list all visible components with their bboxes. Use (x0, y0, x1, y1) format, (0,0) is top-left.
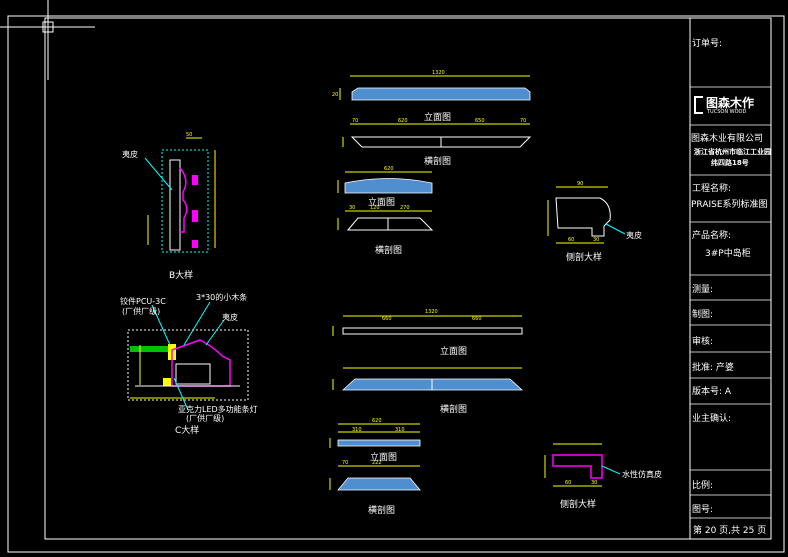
dim-3: 70 (352, 118, 358, 124)
label-section-2: 横剖图 (375, 246, 403, 256)
order-no-label: 订单号: (692, 39, 723, 49)
review-field: 审核: (692, 337, 714, 347)
label-veneer-c: 夷皮 (222, 313, 238, 322)
dim-18: 222 (372, 460, 382, 466)
label-veneer-side: 夷皮 (626, 231, 642, 240)
version-field: 版本号: A (692, 387, 732, 397)
dim-21: 60 (568, 237, 574, 243)
label-elevation-4: 立面图 (370, 453, 398, 463)
company-logo: 图森木作 TUCSON WOOD (694, 94, 770, 120)
label-section-4: 横剖图 (368, 506, 396, 516)
dim-1: 1320 (432, 70, 445, 76)
drawing-no-field: 图号: (692, 505, 714, 515)
inner-border (44, 17, 772, 540)
label-section-3: 横剖图 (440, 405, 468, 415)
label-side-detail-2: 侧剖大样 (560, 500, 597, 510)
dim-10: 270 (400, 205, 410, 211)
section-2-drawing (337, 210, 434, 231)
dim-11: 1320 (425, 309, 438, 315)
crosshair-cursor (0, 0, 95, 80)
company-address-2: 纬四路18号 (711, 159, 749, 167)
dim-23: 60 (565, 480, 571, 486)
dim-8: 30 (349, 205, 355, 211)
scale-field: 比例: (692, 481, 714, 491)
label-led-note: 亚克力LED多功能条灯 (178, 405, 258, 414)
label-elevation-2: 立面图 (368, 198, 396, 208)
titleblock-grid (690, 86, 771, 519)
section-4-drawing (329, 465, 421, 491)
label-c-detail: C大样 (175, 426, 200, 436)
label-section-1: 横剖图 (424, 157, 452, 167)
elevation-1-drawing (339, 75, 531, 101)
dim-5: 650 (475, 118, 485, 124)
survey-field: 测量: (692, 285, 714, 295)
label-led-note2: (厂供厂级) (186, 414, 225, 423)
label-veneer-b: 夷皮 (122, 150, 138, 159)
product-label: 产品名称: (692, 231, 732, 241)
label-hinge-note: (厂供厂级) (122, 307, 161, 316)
side-detail-1-drawing (547, 186, 626, 244)
dim-22: 30 (593, 237, 599, 243)
label-hinge: 铰件PCU-3C (120, 297, 166, 306)
dim-13: 660 (472, 316, 482, 322)
label-elevation-1: 立面图 (424, 113, 452, 123)
label-profile-note: 3*30的小木条 (196, 293, 248, 302)
dim-15: 310 (352, 427, 362, 433)
dim-17: 70 (342, 460, 348, 466)
side-detail-2-drawing (544, 443, 621, 487)
outer-border (7, 15, 785, 553)
dim-24: 30 (591, 480, 597, 486)
approve-field: 批准: 产婆 (692, 363, 734, 373)
logo-mark-icon (694, 96, 703, 114)
dim-12: 660 (382, 316, 392, 322)
elevation-3-drawing (332, 315, 523, 336)
section-1-drawing (342, 123, 532, 148)
dim-4: 620 (398, 118, 408, 124)
section-3-drawing (332, 367, 524, 391)
dim-20: 90 (577, 181, 583, 187)
dim-2: 20 (332, 92, 338, 98)
c-detail-drawing (127, 301, 249, 411)
dim-7: 620 (384, 166, 394, 172)
label-imitation-veneer: 水性仿真皮 (622, 470, 662, 479)
dim-14: 620 (372, 418, 382, 424)
dim-16: 310 (395, 427, 405, 433)
logo-cn: 图森木作 (706, 96, 755, 110)
label-b-detail: B大样 (169, 271, 194, 281)
elevation-2-drawing (337, 171, 433, 194)
owner-confirm-field: 业主确认: (692, 414, 732, 424)
elevation-4-drawing (329, 423, 421, 448)
dim-6: 70 (520, 118, 526, 124)
company-name: 图森木业有限公司 (691, 134, 764, 144)
b-detail-drawing (144, 137, 216, 253)
dim-9: 120 (370, 205, 380, 211)
product-value: 3#P中岛柜 (705, 249, 751, 259)
dim-19: 50 (186, 132, 192, 138)
project-value: PRAISE系列标准图 (691, 200, 768, 210)
drafting-field: 制图: (692, 310, 714, 320)
project-label: 工程名称: (692, 184, 732, 194)
label-elevation-3: 立面图 (440, 347, 468, 357)
logo-en: TUCSON WOOD (707, 109, 747, 115)
label-side-detail-1: 侧剖大样 (566, 253, 603, 263)
company-address-1: 浙江省杭州市临江工业园 (694, 148, 771, 156)
page-field: 第 20 页,共 25 页 (693, 526, 767, 536)
